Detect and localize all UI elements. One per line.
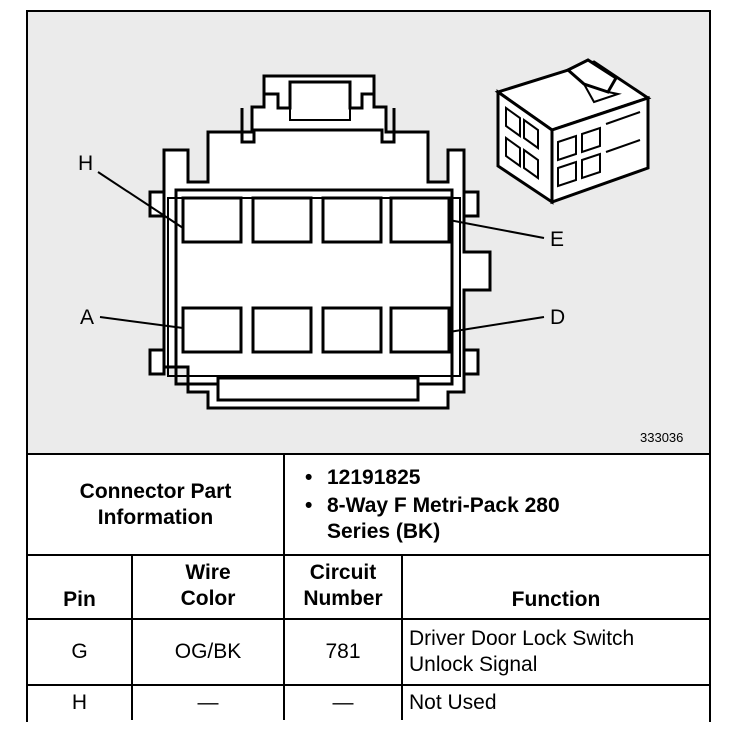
row-g-circuit: 781 <box>283 618 403 686</box>
pin-label-d: D <box>550 306 565 329</box>
iso-ridge <box>605 111 641 125</box>
header-function-label: Function <box>511 588 601 611</box>
cavity-top-2 <box>251 196 313 244</box>
cavity-top-1 <box>181 196 243 244</box>
part-info-heading-cell: Connector Part Information <box>28 455 285 556</box>
row-g-wire-color: OG/BK <box>131 618 285 686</box>
iso-cavity-3 <box>505 136 521 168</box>
row-g-function-line1: Driver Door Lock Switch <box>409 627 635 650</box>
left-tab-top <box>148 190 166 218</box>
part-info-values-cell: 12191825 8-Way F Metri-Pack 280 Series (… <box>283 455 709 556</box>
iso-cavity-1 <box>505 106 521 138</box>
leader-d <box>448 316 545 333</box>
leader-a <box>99 316 184 329</box>
pin-label-h: H <box>78 152 93 175</box>
connector-inner-outline <box>174 188 454 386</box>
header-pin-label: Pin <box>63 588 96 611</box>
header-circuit-line1: Circuit <box>309 561 377 584</box>
figure-number: 333036 <box>640 430 683 445</box>
leader-h <box>97 171 184 229</box>
iso-cavity-4 <box>523 148 539 180</box>
iso-latch <box>565 58 619 94</box>
cavity-bottom-3 <box>321 306 383 354</box>
connector-diagram: H E A D <box>28 12 709 453</box>
connector-info-table: Connector Part Information 12191825 8-Wa… <box>28 455 709 720</box>
connector-end-view-sheet: H E A D <box>26 10 711 722</box>
right-tab-top <box>462 190 480 218</box>
left-tab-bottom <box>148 348 166 376</box>
cavity-top-3 <box>321 196 383 244</box>
row-h-function: Not Used <box>401 684 709 720</box>
connector-isometric-illustration <box>494 58 652 205</box>
part-number: 12191825 <box>305 465 703 491</box>
iso-cavity-8 <box>581 152 601 180</box>
pin-label-a: A <box>80 306 94 329</box>
row-h-wire-color: — <box>131 684 285 720</box>
connector-latch-slot <box>289 82 351 121</box>
cavity-bottom-2 <box>251 306 313 354</box>
header-circuit-line2: Number <box>303 587 383 610</box>
header-circuit-number: Circuit Number <box>283 554 403 620</box>
pin-label-e: E <box>550 228 564 251</box>
row-h-circuit: — <box>283 684 403 720</box>
connector-end-view-drawing: H E A D <box>78 58 683 445</box>
header-wire-color-line1: Wire <box>185 561 231 584</box>
row-h-pin: H <box>28 684 133 720</box>
connector-bottom-rail <box>216 376 420 402</box>
part-info-list: 12191825 8-Way F Metri-Pack 280 Series (… <box>291 465 703 545</box>
row-g-function: Driver Door Lock Switch Unlock Signal <box>401 618 709 686</box>
iso-cavity-5 <box>557 134 577 162</box>
iso-latch-2 <box>583 83 622 104</box>
iso-cavity-6 <box>581 126 601 154</box>
cavity-bottom-1 <box>181 306 243 354</box>
cavity-bottom-4 <box>389 306 451 354</box>
header-wire-color: Wire Color <box>131 554 285 620</box>
connector-latch-arm <box>240 108 396 144</box>
header-pin: Pin <box>28 554 133 620</box>
iso-cavity-7 <box>557 160 577 188</box>
part-description: 8-Way F Metri-Pack 280 Series (BK) <box>305 493 567 545</box>
leader-e <box>448 219 545 239</box>
table-row: G OG/BK 781 Driver Door Lock Switch Unlo… <box>28 618 709 686</box>
iso-cavity-2 <box>523 118 539 150</box>
part-info-heading: Connector Part Information <box>79 479 232 529</box>
row-g-pin: G <box>28 618 133 686</box>
iso-ridge-2 <box>605 139 641 153</box>
table-header-row: Pin Wire Color Circuit Number Function <box>28 554 709 620</box>
connector-latch <box>262 76 376 110</box>
header-wire-color-line2: Color <box>180 587 236 610</box>
row-g-function-line2: Unlock Signal <box>409 653 538 676</box>
header-function: Function <box>401 554 709 620</box>
connector-info-table-area: Connector Part Information 12191825 8-Wa… <box>28 453 709 722</box>
right-tab-bottom <box>462 348 480 376</box>
cavity-top-4 <box>389 196 451 244</box>
part-info-row: Connector Part Information 12191825 8-Wa… <box>28 455 709 556</box>
table-row: H — — Not Used <box>28 684 709 720</box>
